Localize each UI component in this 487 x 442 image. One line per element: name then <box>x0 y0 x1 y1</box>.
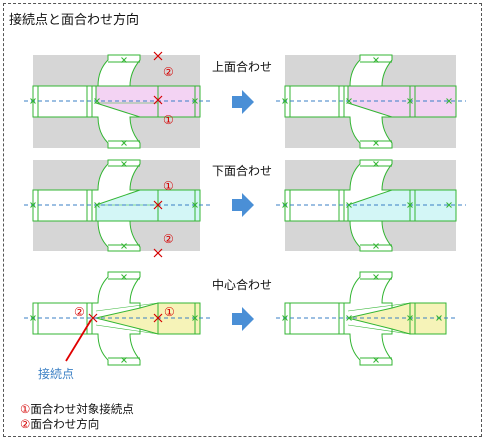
connection-point-marker <box>153 95 163 105</box>
direction-marker <box>153 51 163 61</box>
row-bottom-after <box>276 159 466 252</box>
callout-connection-point: 接続点 <box>38 366 74 381</box>
arrow-right-icon <box>232 193 254 217</box>
marker-two-label: ② <box>163 232 174 246</box>
legend-text: 面合わせ対象接続点 <box>30 402 134 416</box>
legend-item: ②面合わせ方向 <box>20 417 134 432</box>
row-bottom-before: ① ② <box>24 159 210 258</box>
row-center-before: ② ① 接続点 <box>24 271 210 381</box>
marker-one-label: ① <box>163 179 174 193</box>
arrow-right-icon <box>232 307 254 331</box>
row-label-bottom-alignment: 下面合わせ <box>212 164 273 178</box>
callout-line <box>65 319 92 362</box>
marker-one-label: ① <box>163 113 174 127</box>
row-center-after <box>276 271 458 366</box>
marker-one-label: ① <box>164 305 175 319</box>
diagram-title: 接続点と面合わせ方向 <box>9 13 140 28</box>
row-top-after <box>276 54 466 149</box>
diagram-frame <box>3 3 482 437</box>
arrow-right-icon <box>232 90 254 114</box>
row-label-center-alignment: 中心合わせ <box>212 278 273 292</box>
row-label-top-alignment: 上面合わせ <box>212 60 273 74</box>
legend-number: ② <box>20 417 31 431</box>
legend-text: 面合わせ方向 <box>30 417 100 431</box>
legend-number: ① <box>20 402 31 416</box>
legend: ①面合わせ対象接続点 ②面合わせ方向 <box>20 402 134 432</box>
marker-two-label: ② <box>74 305 85 319</box>
legend-item: ①面合わせ対象接続点 <box>20 402 134 417</box>
row-top-before: ② ① <box>24 51 210 149</box>
marker-two-label: ② <box>163 65 174 79</box>
